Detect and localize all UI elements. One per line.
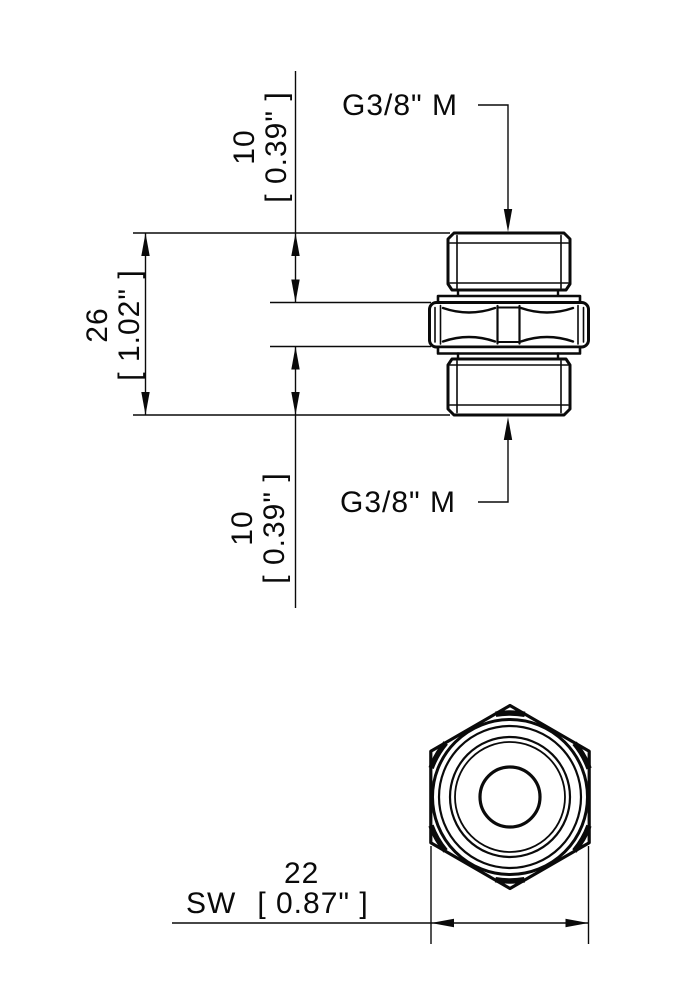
dim-sw: SW [ 0.87" ]: [186, 888, 369, 920]
dim-overall-inch: [ 1.02" ]: [113, 269, 146, 381]
end-view-arrowheads: [431, 918, 589, 928]
dim-overall-length: 26 [ 1.02" ]: [81, 255, 147, 395]
collar-circle: [437, 724, 583, 870]
top-thread-body: [446, 231, 572, 292]
dim-thread-bottom-mm: 10: [226, 510, 259, 546]
label-thread-top: G3/8" M: [342, 89, 459, 122]
arrow-thread-bottom-a: [291, 346, 300, 370]
dim-thread-top-mm: 10: [228, 129, 261, 165]
arrow-sw-left: [431, 918, 454, 928]
arrow-sw-right: [565, 918, 589, 928]
fitting-end-view: [423, 703, 597, 891]
arrow-overall-bottom: [141, 392, 150, 415]
bore-circle: [478, 765, 542, 829]
dim-sw-inch: [ 0.87" ]: [257, 887, 369, 920]
hex-facet-arc-bottom-right: [519, 335, 575, 343]
hex-corner-chamfer-arcs: [423, 710, 597, 884]
chamfer-circle: [431, 718, 589, 876]
arrow-thread-top-b: [291, 279, 300, 303]
arrow-thread-bottom-b: [291, 392, 300, 415]
dim-thread-top-inch: [ 0.39" ]: [260, 91, 293, 203]
dim-thread-bottom: 10 [ 0.39" ]: [226, 458, 292, 598]
dim-sw-label: SW: [186, 887, 237, 920]
fitting-side-view: [428, 231, 590, 417]
hex-facet-arc-top-right: [519, 306, 575, 314]
leader-thread-top: [478, 104, 509, 212]
side-view-dimension-lines: [133, 71, 509, 608]
end-view-dimension-lines: [172, 846, 590, 944]
dim-sw-value: 22: [284, 857, 320, 890]
dim-thread-top: 10 [ 0.39" ]: [228, 77, 294, 217]
arrow-leader-top: [503, 209, 513, 232]
thread-major-circle: [448, 735, 572, 859]
arrow-overall-top: [141, 233, 150, 256]
thread-minor-circle: [454, 741, 566, 853]
arrow-thread-top-a: [291, 233, 300, 256]
hex-body: [428, 301, 590, 349]
dim-thread-bottom-inch: [ 0.39" ]: [258, 472, 291, 584]
dimension-arrowheads: [141, 209, 513, 440]
dim-overall-mm: 26: [81, 307, 114, 343]
leader-thread-bottom: [478, 438, 509, 503]
bottom-thread-body: [446, 357, 572, 417]
arrow-leader-bottom: [503, 417, 513, 440]
bottom-collar: [436, 345, 582, 355]
label-thread-bottom: G3/8" M: [340, 486, 457, 519]
hex-facet-arc-top-left: [441, 306, 497, 314]
hex-facet-arc-bottom-left: [441, 335, 497, 343]
